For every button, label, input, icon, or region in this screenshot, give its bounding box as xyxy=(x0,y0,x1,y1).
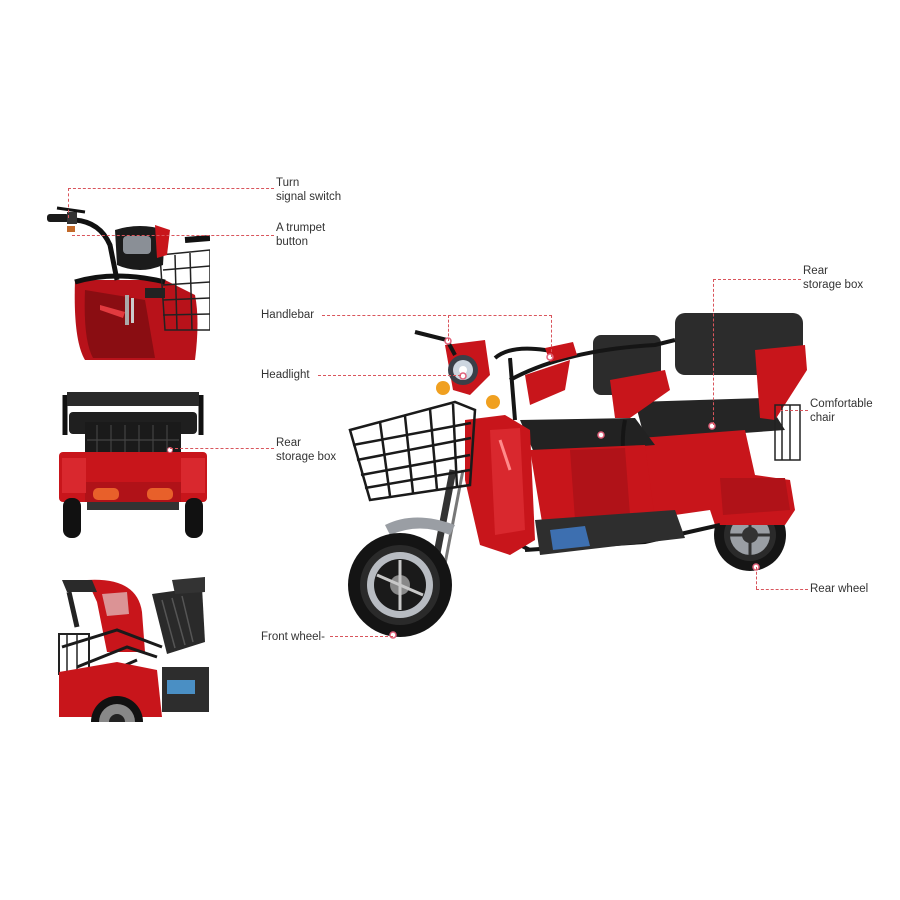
thumbnail-seat-folded xyxy=(57,572,209,722)
leader-turn-signal xyxy=(68,188,274,189)
leader-rear-storage-right xyxy=(713,279,801,280)
rear-storage-box-marker xyxy=(167,447,173,453)
thumbnail-rear-view xyxy=(57,390,209,540)
leader-comfortable-chair xyxy=(780,410,808,411)
leader-handlebar-drop-left xyxy=(448,315,449,341)
label-handlebar: Handlebar xyxy=(261,309,315,321)
label-rear-storage-box-left: Rear storage box xyxy=(276,437,337,463)
label-front-wheel: Front wheel- xyxy=(261,631,325,643)
label-headlight: Headlight xyxy=(261,369,310,381)
leader-turn-signal-drop xyxy=(68,188,69,218)
leader-handlebar xyxy=(322,315,552,316)
label-comfortable-chair: Comfortable chair xyxy=(810,398,873,424)
leader-rear-storage-right-drop xyxy=(713,279,714,425)
label-turn-signal-switch: Turn signal switch xyxy=(276,177,342,203)
label-rear-storage-box-right: Rear storage box xyxy=(803,265,864,291)
tricycle-main-image xyxy=(345,310,815,655)
leader-rear-wheel xyxy=(756,589,808,590)
leader-rear-storage-left xyxy=(170,448,274,449)
leader-rear-wheel-drop xyxy=(756,567,757,589)
leader-headlight xyxy=(318,375,461,376)
leader-trumpet xyxy=(72,235,274,236)
label-rear-wheel: Rear wheel xyxy=(810,583,869,595)
leader-front-wheel xyxy=(330,636,393,637)
label-trumpet-button: A trumpet button xyxy=(276,222,326,248)
leader-handlebar-drop-right xyxy=(551,315,552,357)
thumbnail-handlebar-closeup xyxy=(45,200,210,365)
